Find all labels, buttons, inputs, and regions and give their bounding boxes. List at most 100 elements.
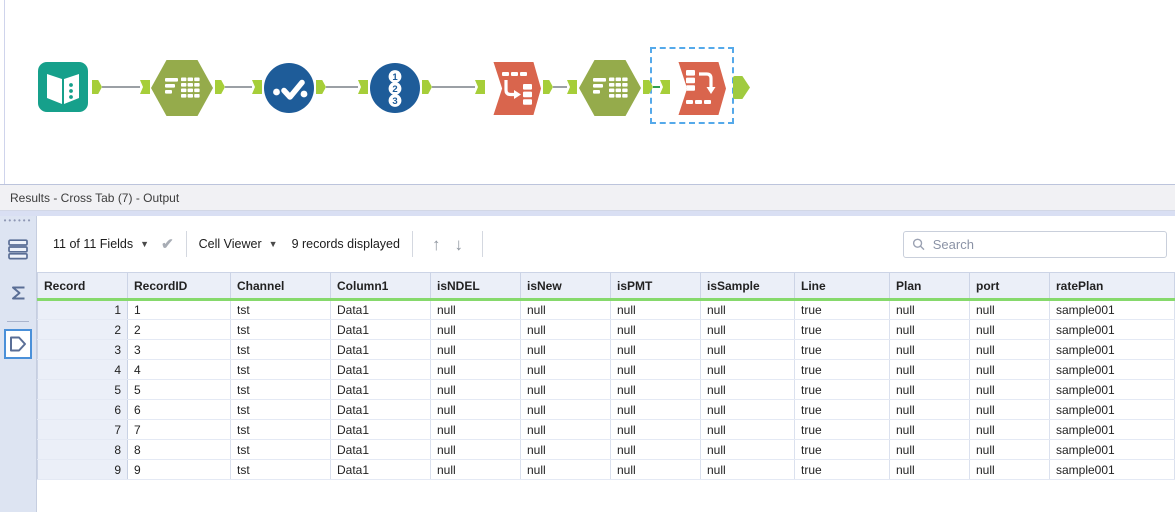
data-cell[interactable]: 6 — [127, 399, 231, 420]
data-cell[interactable]: null — [969, 299, 1050, 320]
record-number-cell[interactable]: 8 — [37, 439, 128, 460]
data-cell[interactable]: true — [794, 419, 890, 440]
arrow-down-icon[interactable]: ↓ — [454, 234, 463, 254]
output-anchor[interactable] — [215, 80, 225, 94]
data-cell[interactable]: tst — [230, 419, 331, 440]
data-cell[interactable]: null — [700, 379, 795, 400]
data-cell[interactable]: null — [430, 359, 521, 380]
input-anchor[interactable] — [358, 80, 368, 94]
data-cell[interactable]: null — [700, 459, 795, 480]
data-cell[interactable]: null — [700, 359, 795, 380]
data-cell[interactable]: null — [610, 339, 701, 360]
data-cell[interactable]: null — [610, 419, 701, 440]
data-cell[interactable]: null — [610, 439, 701, 460]
data-cell[interactable]: null — [969, 439, 1050, 460]
data-cell[interactable]: null — [969, 459, 1050, 480]
data-cell[interactable]: true — [794, 379, 890, 400]
data-cell[interactable]: null — [520, 439, 611, 460]
output-anchor-large[interactable] — [733, 76, 750, 99]
data-cell[interactable]: sample001 — [1049, 419, 1175, 440]
data-cell[interactable]: null — [889, 359, 970, 380]
data-cell[interactable]: null — [889, 459, 970, 480]
data-cell[interactable]: null — [430, 379, 521, 400]
data-cell[interactable]: sample001 — [1049, 339, 1175, 360]
data-cell[interactable]: null — [430, 399, 521, 420]
data-cell[interactable]: Data1 — [330, 399, 431, 420]
connection-wire[interactable] — [326, 86, 358, 88]
data-cell[interactable]: null — [430, 459, 521, 480]
data-cell[interactable]: null — [889, 419, 970, 440]
data-cell[interactable]: tst — [230, 359, 331, 380]
selected-connection-wire[interactable] — [653, 86, 660, 88]
data-cell[interactable]: 2 — [127, 319, 231, 340]
column-header-record[interactable]: Record — [37, 272, 128, 301]
input-anchor[interactable] — [252, 80, 262, 94]
arrow-up-icon[interactable]: ↑ — [431, 234, 441, 254]
data-cell[interactable]: Data1 — [330, 459, 431, 480]
connection-wire[interactable] — [553, 86, 567, 88]
data-cell[interactable]: true — [794, 299, 890, 320]
data-cell[interactable]: Data1 — [330, 319, 431, 340]
data-cell[interactable]: Data1 — [330, 339, 431, 360]
apply-check-icon[interactable]: ✔ — [161, 236, 174, 253]
workflow-canvas[interactable]: 1 2 3 — [0, 0, 1175, 184]
data-cell[interactable]: null — [430, 419, 521, 440]
data-cell[interactable]: null — [520, 459, 611, 480]
search-box[interactable] — [903, 230, 1167, 258]
data-cell[interactable]: 5 — [127, 379, 231, 400]
data-cell[interactable]: null — [700, 399, 795, 420]
data-cell[interactable]: null — [430, 299, 521, 320]
data-cell[interactable]: sample001 — [1049, 399, 1175, 420]
data-cell[interactable]: 9 — [127, 459, 231, 480]
output-anchor[interactable] — [543, 80, 553, 94]
data-cell[interactable]: null — [969, 339, 1050, 360]
connection-wire[interactable] — [225, 86, 252, 88]
input-anchor[interactable] — [140, 80, 150, 94]
data-cell[interactable]: null — [969, 379, 1050, 400]
data-cell[interactable]: tst — [230, 379, 331, 400]
data-cell[interactable]: true — [794, 359, 890, 380]
select-tool[interactable] — [264, 63, 314, 113]
output-anchor[interactable] — [643, 80, 653, 94]
record-id-tool[interactable]: 1 2 3 — [370, 63, 420, 113]
column-header-ispmt[interactable]: isPMT — [610, 272, 701, 301]
data-cell[interactable]: true — [794, 339, 890, 360]
data-cell[interactable]: null — [430, 339, 521, 360]
data-cell[interactable]: null — [520, 299, 611, 320]
data-cell[interactable]: null — [520, 399, 611, 420]
record-number-cell[interactable]: 2 — [37, 319, 128, 340]
data-cell[interactable]: null — [610, 359, 701, 380]
fields-dropdown[interactable]: 11 of 11 Fields — [53, 237, 134, 251]
data-cell[interactable]: null — [700, 339, 795, 360]
data-cell[interactable]: null — [700, 439, 795, 460]
data-cell[interactable]: null — [520, 419, 611, 440]
column-header-isndel[interactable]: isNDEL — [430, 272, 521, 301]
data-cell[interactable]: tst — [230, 459, 331, 480]
data-cell[interactable]: null — [969, 359, 1050, 380]
data-cell[interactable]: null — [889, 339, 970, 360]
output-anchor[interactable] — [92, 80, 102, 94]
chevron-down-icon[interactable]: ▼ — [140, 239, 150, 249]
data-cell[interactable]: 7 — [127, 419, 231, 440]
data-cell[interactable]: sample001 — [1049, 299, 1175, 320]
output-anchor-button[interactable] — [4, 329, 32, 359]
column-header-port[interactable]: port — [969, 272, 1050, 301]
column-header-channel[interactable]: Channel — [230, 272, 331, 301]
data-cell[interactable]: sample001 — [1049, 319, 1175, 340]
data-cell[interactable]: true — [794, 439, 890, 460]
data-cell[interactable]: tst — [230, 399, 331, 420]
data-cell[interactable]: Data1 — [330, 379, 431, 400]
record-number-cell[interactable]: 1 — [37, 299, 128, 320]
record-number-cell[interactable]: 4 — [37, 359, 128, 380]
input-anchor[interactable] — [567, 80, 577, 94]
data-cell[interactable]: null — [700, 319, 795, 340]
data-cell[interactable]: sample001 — [1049, 439, 1175, 460]
data-cell[interactable]: sample001 — [1049, 459, 1175, 480]
record-number-cell[interactable]: 9 — [37, 459, 128, 480]
transpose-tool[interactable] — [493, 62, 541, 115]
input-anchor[interactable] — [475, 80, 485, 94]
record-number-cell[interactable]: 7 — [37, 419, 128, 440]
data-cell[interactable]: null — [520, 359, 611, 380]
column-header-isnew[interactable]: isNew — [520, 272, 611, 301]
output-anchor[interactable] — [316, 80, 326, 94]
